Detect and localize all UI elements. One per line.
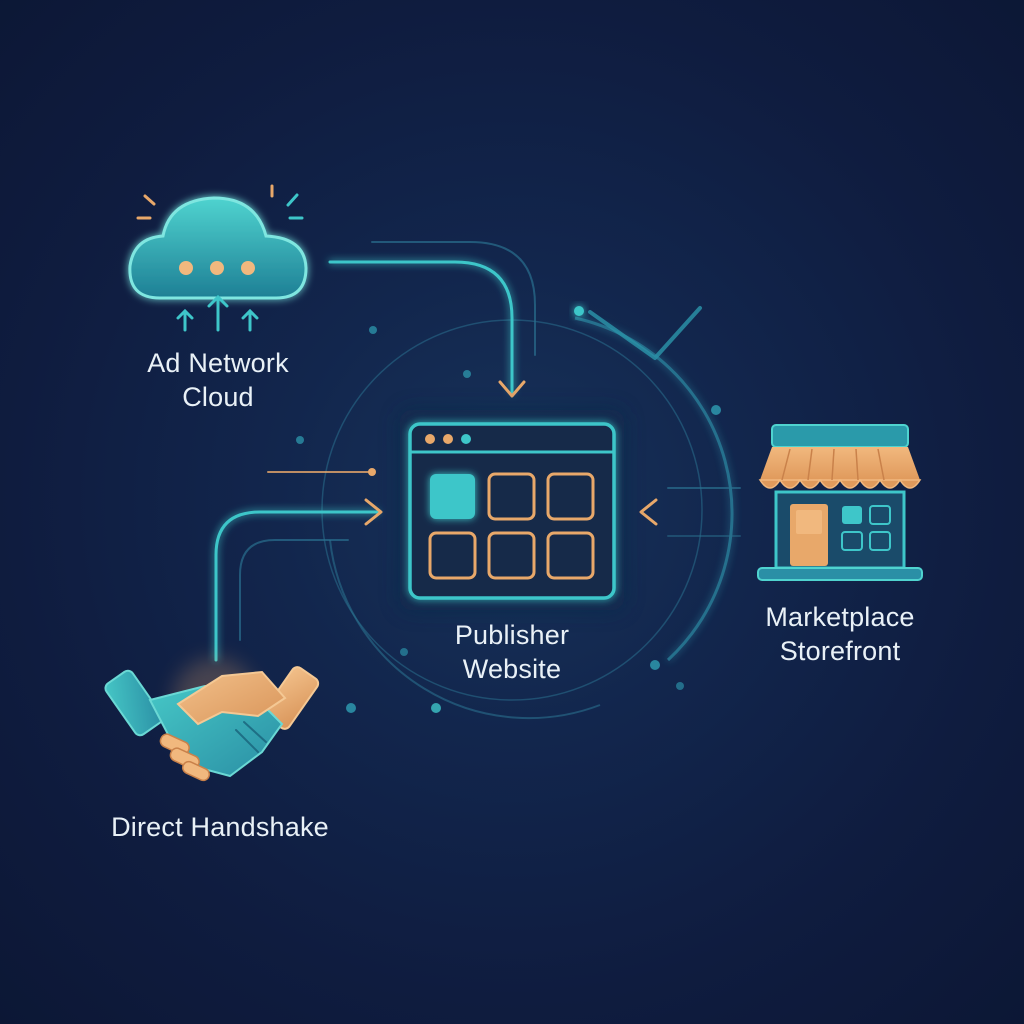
handshake-icon: [104, 658, 320, 782]
direct-handshake-label: Direct Handshake: [60, 810, 380, 844]
ad-network-label: Ad Network Cloud: [108, 346, 328, 414]
ad-network-label-line1: Ad Network: [147, 348, 289, 378]
cloud-icon: [128, 184, 308, 332]
checkmark-icon: [588, 306, 702, 360]
connector-market-to-publisher: [639, 487, 752, 537]
publisher-label-line1: Publisher: [454, 620, 570, 650]
direct-handshake-label-text: Direct Handshake: [111, 812, 329, 842]
marketplace-label-line1: Marketplace: [765, 602, 915, 632]
scatter-dots: [296, 306, 721, 713]
connector-direct-to-publisher: [214, 471, 383, 662]
marketplace-label-line2: Storefront: [779, 636, 901, 666]
storefront-icon: [757, 424, 923, 581]
connector-ad-to-publisher: [328, 241, 536, 398]
publisher-label-line2: Website: [462, 654, 562, 684]
browser-window-icon: [400, 410, 624, 610]
marketplace-label: Marketplace Storefront: [730, 600, 950, 668]
publisher-label: Publisher Website: [392, 618, 632, 686]
ad-network-label-line2: Cloud: [182, 382, 254, 412]
